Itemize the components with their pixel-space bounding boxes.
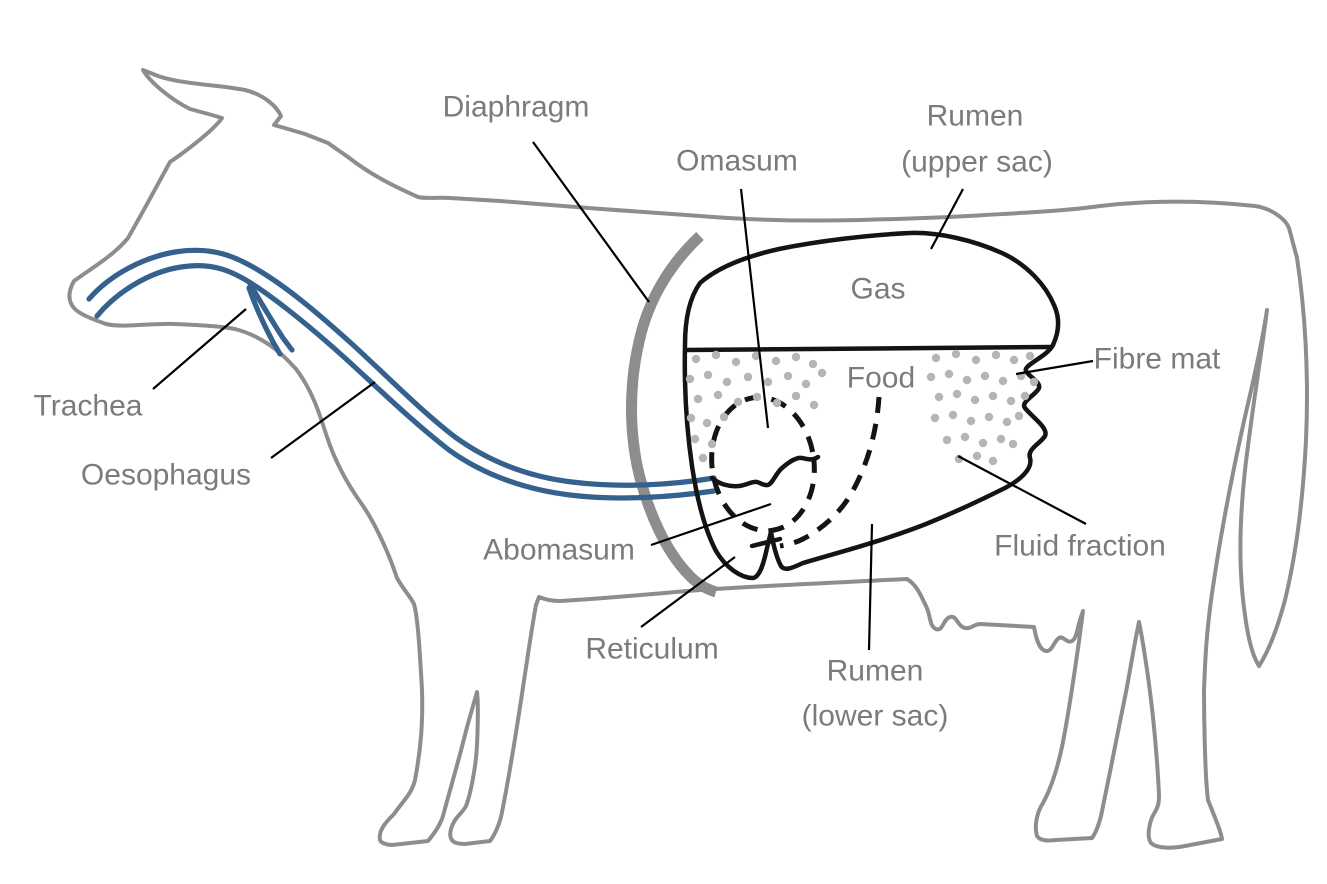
fibre-mat-dot bbox=[1029, 377, 1039, 387]
leader-line-fluid-fraction bbox=[957, 455, 1087, 525]
leader-line-fibre-mat bbox=[1015, 359, 1094, 376]
fibre-mat-dot bbox=[934, 392, 944, 402]
fibre-mat-dot bbox=[685, 374, 695, 384]
fibre-mat-dot bbox=[713, 390, 723, 400]
fibre-mat-dot bbox=[931, 353, 941, 363]
fibre-mat-dot bbox=[763, 377, 773, 387]
fibre-mat-dot bbox=[733, 397, 743, 407]
fibre-mat-dot bbox=[693, 394, 703, 404]
fibre-mat-dot bbox=[711, 350, 721, 360]
fibre-mat-dot bbox=[698, 453, 708, 463]
fibre-mat-dot bbox=[771, 356, 781, 366]
fibre-mat-dot bbox=[926, 372, 936, 382]
fibre-mat-dot bbox=[1009, 355, 1019, 365]
fibre-mat-dot bbox=[942, 435, 952, 445]
fibre-mat-dot bbox=[952, 389, 962, 399]
leader-line-reticulum bbox=[640, 556, 736, 628]
label-abomasum: Abomasum bbox=[483, 534, 635, 567]
fibre-mat-dot bbox=[1025, 351, 1035, 361]
label-fluid-fraction: Fluid fraction bbox=[994, 530, 1166, 563]
label-reticulum: Reticulum bbox=[585, 633, 718, 666]
leader-line-rumen-lower bbox=[867, 523, 874, 651]
leader-line-trachea bbox=[152, 308, 247, 390]
fibre-mat-dot bbox=[791, 391, 801, 401]
label-gas: Gas bbox=[850, 273, 905, 306]
fibre-mat-dots-left bbox=[685, 350, 827, 463]
rumen-outline bbox=[682, 230, 1061, 581]
leader-line-abomasum bbox=[650, 502, 772, 547]
fibre-mat-dot bbox=[703, 370, 713, 380]
fibre-mat-dot bbox=[980, 371, 990, 381]
fibre-mat-dot bbox=[817, 368, 827, 378]
fibre-mat-dot bbox=[978, 438, 988, 448]
leader-line-rumen-upper bbox=[930, 188, 964, 250]
fibre-mat-dot bbox=[1006, 396, 1016, 406]
fibre-mat-dot bbox=[791, 352, 801, 362]
fibre-mat-dot bbox=[971, 355, 981, 365]
fibre-mat-dot bbox=[751, 351, 761, 361]
label-rumen-upper-1: Rumen bbox=[927, 100, 1024, 133]
fibre-mat-dot bbox=[1008, 439, 1018, 449]
leader-line-diaphragm bbox=[532, 141, 650, 303]
fibre-mat-dot bbox=[970, 395, 980, 405]
fibre-mat-dot bbox=[690, 434, 700, 444]
omasum-dashed-outline bbox=[709, 394, 817, 534]
label-fibre-mat: Fibre mat bbox=[1094, 343, 1221, 376]
fibre-mat-dot bbox=[722, 377, 732, 387]
fibre-mat-dot bbox=[743, 372, 753, 382]
leader-line-omasum bbox=[739, 188, 770, 429]
fibre-mat-dots-right bbox=[926, 349, 1039, 466]
label-trachea: Trachea bbox=[34, 390, 143, 423]
fibre-mat-dot bbox=[686, 413, 696, 423]
fibre-mat-dot bbox=[801, 379, 811, 389]
fibre-mat-dot bbox=[991, 350, 1001, 360]
fibre-mat-dot bbox=[984, 412, 994, 422]
fibre-mat-dot bbox=[996, 434, 1006, 444]
fibre-mat-dot bbox=[809, 400, 819, 410]
oesophagus-tube-upper-line bbox=[86, 247, 717, 488]
fibre-mat-dot bbox=[948, 410, 958, 420]
label-oesophagus: Oesophagus bbox=[81, 459, 251, 492]
label-rumen-lower-2: (lower sac) bbox=[802, 700, 949, 733]
fibre-mat-dot bbox=[1014, 411, 1024, 421]
leader-line-oesophagus bbox=[270, 381, 376, 459]
fibre-mat-dot bbox=[962, 375, 972, 385]
fibre-mat-dot bbox=[691, 354, 701, 364]
fibre-mat-dot bbox=[951, 349, 961, 359]
cow-outline bbox=[67, 68, 1309, 850]
fibre-mat-dot bbox=[783, 371, 793, 381]
fibre-mat-dot bbox=[1002, 417, 1012, 427]
label-rumen-upper-2: (upper sac) bbox=[901, 146, 1053, 179]
fibre-mat-dot bbox=[988, 456, 998, 466]
fibre-mat-dot bbox=[972, 451, 982, 461]
fibre-mat-dot bbox=[944, 369, 954, 379]
fibre-mat-dot bbox=[966, 416, 976, 426]
oesophagus-tube-lower-line bbox=[94, 263, 717, 501]
fibre-mat-dot bbox=[719, 412, 729, 422]
fibre-mat-dot bbox=[772, 398, 782, 408]
fibre-mat-dot bbox=[998, 376, 1008, 386]
label-rumen-lower-1: Rumen bbox=[827, 655, 924, 688]
rumen-fold-dashed-line bbox=[779, 396, 882, 549]
fibre-mat-dot bbox=[808, 359, 818, 369]
label-food: Food bbox=[847, 362, 915, 395]
fibre-mat-dot bbox=[988, 391, 998, 401]
fibre-mat-dot bbox=[1020, 391, 1030, 401]
fibre-mat-dot bbox=[731, 357, 741, 367]
reticulum-notch-tick bbox=[749, 536, 783, 549]
diaphragm-arc bbox=[626, 231, 718, 598]
fibre-mat-dot bbox=[707, 439, 717, 449]
label-diaphragm: Diaphragm bbox=[443, 91, 590, 124]
fibre-mat-dot bbox=[702, 418, 712, 428]
label-omasum: Omasum bbox=[676, 145, 798, 178]
fibre-mat-dot bbox=[930, 413, 940, 423]
gas-food-divider-line bbox=[683, 344, 1054, 353]
trachea-stub bbox=[246, 281, 295, 357]
abomasum-wavy-line bbox=[709, 454, 821, 489]
fibre-mat-dot bbox=[960, 432, 970, 442]
fibre-mat-dot bbox=[752, 392, 762, 402]
